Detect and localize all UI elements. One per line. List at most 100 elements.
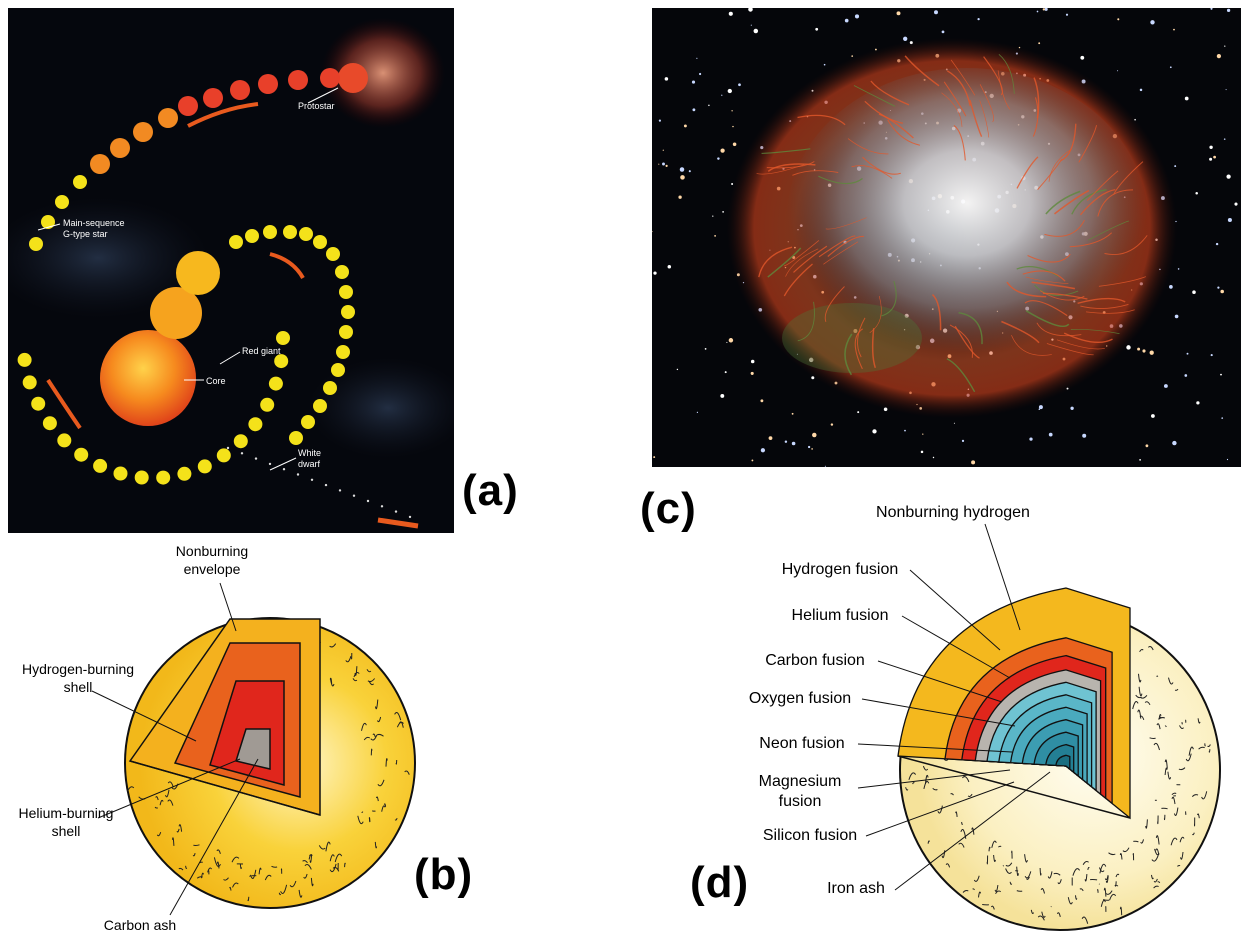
surface-squiggle [1024, 854, 1028, 863]
surface-squiggle [937, 805, 943, 814]
helium-shell-label: Helium-burning [19, 805, 114, 821]
star-stage-dot [57, 433, 72, 448]
star-point [1137, 347, 1141, 351]
star-point [1226, 8, 1231, 13]
filament-strand [825, 217, 867, 230]
surface-squiggle [1122, 847, 1130, 853]
surface-squiggle [962, 890, 969, 893]
evolution-arrow [377, 517, 419, 529]
filament-strand [941, 92, 963, 127]
filament-strand [1113, 161, 1144, 195]
star-point [722, 211, 724, 213]
star-point [1220, 373, 1222, 376]
star-stage-dot [42, 416, 57, 431]
star-stage-dot [233, 434, 248, 449]
surface-squiggle [366, 669, 372, 673]
filament-strand [862, 156, 901, 175]
star-point [807, 445, 811, 449]
star-point [678, 195, 682, 199]
filament-strand [946, 70, 971, 106]
star-point [844, 18, 849, 23]
panel-label-b: (b) [414, 850, 474, 899]
star-point [726, 341, 728, 343]
stellar-lifecycle-panel: Protostar Main-sequence G-type star Red … [8, 8, 454, 533]
star-point [750, 359, 755, 364]
star-point [753, 28, 759, 34]
star-point [732, 125, 734, 128]
surface-squiggle [1115, 873, 1120, 878]
surface-squiggle [1197, 718, 1201, 724]
surface-squiggle [377, 779, 385, 787]
surface-squiggle [950, 793, 954, 796]
surface-squiggle [1180, 851, 1184, 860]
surface-squiggle [309, 854, 313, 863]
white-dwarf-dot [240, 452, 244, 455]
surface-squiggle [995, 890, 1002, 894]
star-point [872, 429, 877, 434]
star-point [1038, 408, 1041, 410]
star-point [1221, 417, 1224, 419]
surface-squiggle [1145, 819, 1148, 829]
star-point [1217, 286, 1220, 289]
surface-squiggle [972, 888, 975, 891]
filament-strand [954, 325, 980, 359]
white-dwarf-dot [254, 457, 258, 460]
surface-squiggle [955, 811, 958, 817]
star-point [1195, 191, 1198, 195]
star-point [1150, 20, 1155, 25]
star-stage-dot [313, 399, 327, 413]
surface-squiggle [1138, 673, 1142, 683]
surface-squiggle [1201, 791, 1208, 800]
surface-squiggle [1207, 744, 1211, 747]
star-point [903, 36, 908, 41]
star-point [791, 412, 794, 415]
filament-strand [857, 317, 866, 358]
star-point [1196, 401, 1200, 405]
hydrogen-fusion-label: Hydrogen fusion [782, 561, 899, 578]
surface-squiggle [229, 886, 232, 891]
surface-squiggle [908, 772, 917, 780]
star-point [1174, 314, 1179, 319]
star-stage-dot [339, 325, 353, 339]
star-stage-dot [133, 122, 153, 142]
star-point [1234, 202, 1238, 206]
star-point [751, 459, 754, 462]
surface-squiggle [329, 643, 337, 648]
surface-squiggle [247, 896, 250, 902]
star-stage-dot [283, 225, 297, 239]
star-point [1227, 217, 1232, 223]
filament-strand [946, 358, 976, 393]
star-stage-dot [331, 363, 345, 377]
filament-strand [818, 235, 856, 258]
star-point [904, 429, 906, 432]
star-point [1224, 45, 1226, 47]
star-point [1210, 354, 1213, 357]
nonburning-hydrogen-label: Nonburning hydrogen [876, 504, 1030, 521]
star-point [1163, 384, 1168, 388]
star-stage-dot [248, 417, 263, 432]
panel-label-d: (d) [690, 858, 750, 907]
filament-strand [1056, 339, 1105, 350]
surface-squiggle [1082, 860, 1089, 866]
surface-squiggle [1208, 749, 1211, 753]
surface-squiggle [1132, 701, 1139, 710]
surface-squiggle [924, 774, 929, 785]
star-point [712, 215, 714, 217]
nebula-core [787, 68, 1147, 368]
evolution-arrow [46, 378, 82, 430]
surface-squiggle [1198, 746, 1205, 750]
filament-strand [1025, 310, 1070, 328]
star-point [784, 440, 788, 443]
filament-strand [870, 80, 910, 106]
filament-strand [871, 328, 877, 369]
surface-squiggle [1137, 709, 1142, 719]
filament-strand [1077, 297, 1126, 304]
star-point [667, 265, 672, 269]
red-giant-cross-section: Nonburning envelope Hydrogen-burning she… [19, 543, 416, 933]
filament-strand [943, 81, 967, 117]
surface-squiggle [394, 817, 398, 821]
surface-squiggle [375, 796, 379, 802]
star-point [728, 11, 733, 16]
white-dwarf-dot [380, 505, 384, 508]
filament-strand [823, 241, 859, 265]
